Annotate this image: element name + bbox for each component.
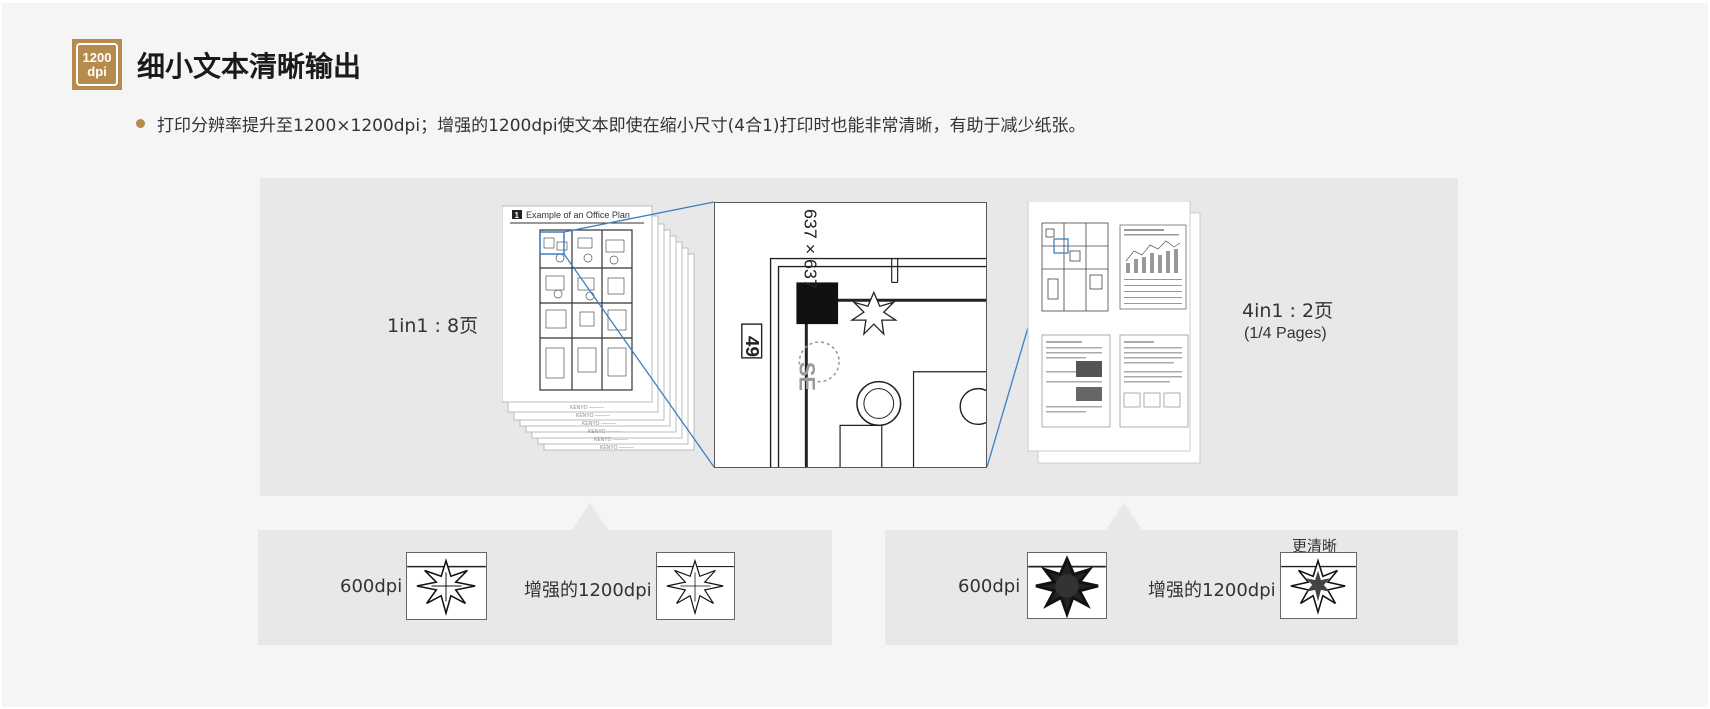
zoom-stamp-text: SE <box>794 362 819 391</box>
zoomed-detail-view: SE 49 637 × 637 <box>714 202 997 468</box>
right-600dpi-label: 600dpi <box>958 576 1021 597</box>
left-box-notch <box>572 503 608 530</box>
clearer-note: 更清晰 <box>1292 537 1338 555</box>
dpi-badge-icon: 1200 dpi <box>72 39 122 90</box>
comparison-box-right <box>885 530 1458 645</box>
zoom-number-text: 49 <box>742 336 763 357</box>
stacked-pages-illustration: KENYO ——— KENYO ——— KENYO ——— KENYO ——— … <box>502 205 695 451</box>
section-title: 细小文本清晰输出 <box>137 50 362 83</box>
doc-number-text: 1 <box>515 211 520 220</box>
right-box-notch <box>1106 503 1142 530</box>
left-1200dpi-sample <box>656 552 735 620</box>
svg-text:KENYO ———: KENYO ——— <box>576 413 610 419</box>
page-background: 1200 dpi 细小文本清晰输出 打印分辨率提升至1200×1200dpi；增… <box>2 3 1708 707</box>
left-600dpi-sample <box>406 552 487 620</box>
right-1200dpi-sample <box>1280 552 1357 619</box>
comparison-box-left <box>258 530 832 645</box>
svg-text:KENYO ———: KENYO ——— <box>588 429 622 435</box>
right-page-label: 4in1 : 2页 <box>1242 300 1334 322</box>
zoom-dims-text: 637 × 637 <box>800 209 820 289</box>
svg-text:KENYO ———: KENYO ——— <box>600 445 634 451</box>
left-page-label: 1in1 : 8页 <box>387 315 479 337</box>
doc-title-text: Example of an Office Plan <box>526 210 630 220</box>
badge-bottom-text: dpi <box>87 63 107 79</box>
badge-top-text: 1200 <box>82 49 112 65</box>
right-page-sublabel: (1/4 Pages) <box>1244 325 1327 342</box>
svg-text:KENYO ———: KENYO ——— <box>582 421 616 427</box>
right-600dpi-sample <box>1027 552 1107 619</box>
left-1200dpi-label: 增强的1200dpi <box>524 580 652 601</box>
feature-description: 打印分辨率提升至1200×1200dpi；增强的1200dpi使文本即使在缩小尺… <box>157 116 1086 136</box>
bullet-dot-icon <box>136 119 145 128</box>
left-600dpi-label: 600dpi <box>340 576 403 597</box>
svg-text:KENYO ———: KENYO ——— <box>570 405 604 411</box>
svg-text:KENYO ———: KENYO ——— <box>594 437 628 443</box>
right-1200dpi-label: 增强的1200dpi <box>1148 580 1276 601</box>
four-in-one-pages-illustration <box>1027 201 1201 464</box>
